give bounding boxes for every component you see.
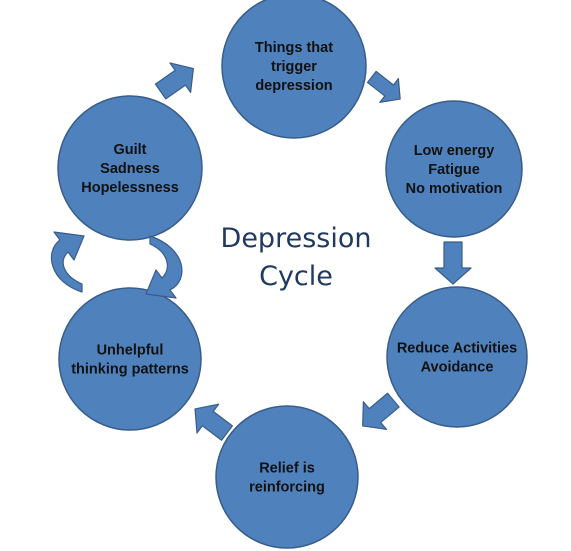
node-label-line: Sadness [100,161,160,177]
node-label-line: Avoidance [421,360,494,376]
node-circle-low-energy [385,100,523,238]
node-label-line: reinforcing [249,480,325,496]
node-circle-reduce [386,286,528,428]
node-label-line: trigger [271,59,317,75]
node-label-line: Unhelpful [97,343,164,359]
arrow-reduce-to-relief [362,392,400,430]
diagram-title-line-2: Cycle [259,261,333,292]
node-label-unhelpful: Unhelpful thinking patterns [71,343,189,378]
arrow-low-energy-to-reduce [434,241,472,285]
arrow-guilt-to-trigger [154,62,194,100]
curved-arrow-left [51,231,85,293]
diagram-title-line-1: Depression [221,223,372,254]
arrow-trigger-to-low-energy [366,70,401,103]
node-label-trigger: Things that trigger depression [255,40,333,94]
node-label-line: Hopelessness [81,180,179,196]
node-circle-relief [215,405,359,549]
node-circle-unhelpful [58,287,202,431]
node-circle-guilt [57,95,203,241]
node-label-line: Guilt [113,142,146,158]
curved-arrow-right [145,235,183,299]
node-label-line: No motivation [406,181,503,197]
node-circle-trigger [221,0,367,139]
node-label-line: Low energy [414,143,495,159]
arrow-relief-to-unhelpful [194,403,233,441]
node-label-line: Reduce Activities [397,341,517,357]
node-label-line: depression [255,78,332,94]
node-label-line: Fatigue [428,162,480,178]
node-label-line: Things that [255,40,333,56]
node-label-line: Relief is [259,461,315,477]
node-label-relief: Relief is reinforcing [249,461,325,496]
node-label-line: thinking patterns [71,362,189,378]
